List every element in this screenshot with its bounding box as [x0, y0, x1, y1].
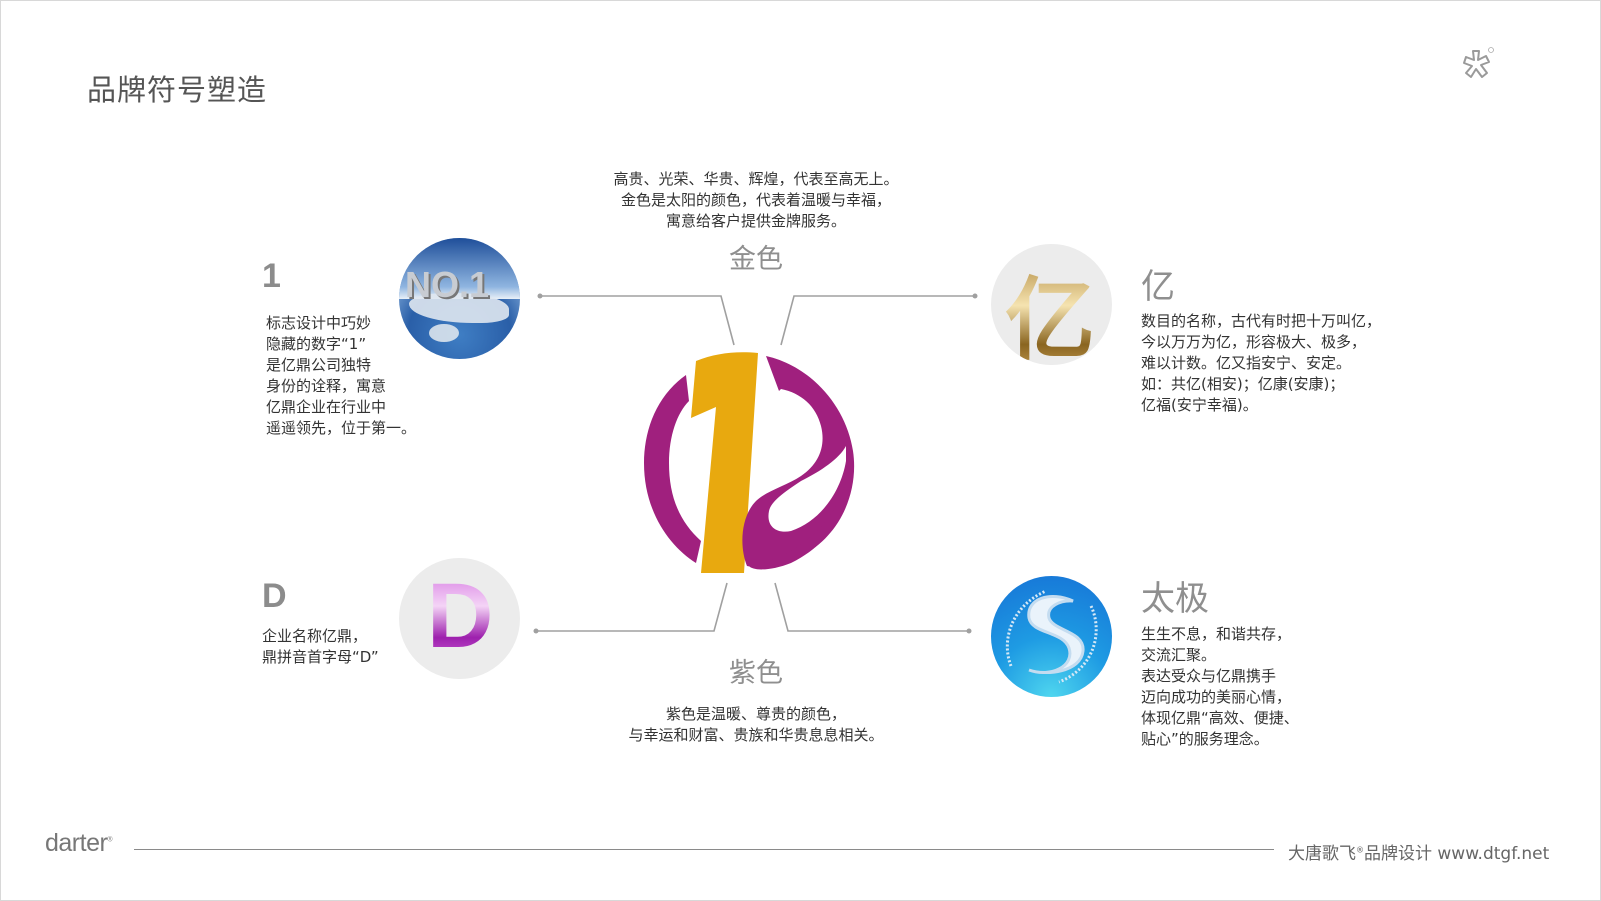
- number-one-description: 标志设计中巧妙 隐藏的数字“1” 是亿鼎公司独特 身份的诠释，寓意 亿鼎企业在行…: [266, 314, 417, 437]
- gold-heading: 金色: [729, 244, 783, 275]
- page-title: 品牌符号塑造: [87, 73, 268, 107]
- yi-image-text: 亿: [1005, 247, 1095, 365]
- yiding-logo: [644, 352, 855, 573]
- no1-image-text: NO.1: [405, 264, 490, 305]
- purple-description: 紫色是温暖、尊贵的颜色， 与幸运和财富、贵族和华贵息息相关。: [628, 705, 884, 744]
- footer-brand-text: darter: [45, 829, 108, 857]
- purple-letter-d-image: D: [399, 558, 520, 679]
- yi-description: 数目的名称，古代有时把十万叫亿， 今以万万为亿，形容极大、极多， 难以计数。亿又…: [1141, 312, 1382, 414]
- no1-globe-image: NO.1: [399, 238, 520, 359]
- taiji-swirl-icon: [1005, 589, 1098, 684]
- d-image-text: D: [427, 565, 494, 667]
- gold-description: 高贵、光荣、华贵、辉煌，代表至高无上。 金色是太阳的颜色，代表着温暖与幸福， 寓…: [613, 170, 899, 230]
- taiji-heading: 太极: [1141, 579, 1209, 619]
- footer-company-registered: ®: [1356, 845, 1364, 855]
- purple-heading: 紫色: [729, 658, 783, 689]
- footer-brand-registered: ®: [107, 836, 112, 844]
- footer-company-name: 大唐歌飞: [1288, 844, 1356, 864]
- taiji-description: 生生不息，和谐共存， 交流汇聚。 表达受众与亿鼎携手 迈向成功的美丽心情， 体现…: [1141, 625, 1299, 748]
- letter-d-description: 企业名称亿鼎， 鼎拼音首字母“D”: [262, 627, 379, 666]
- footer-company-suffix: 品牌设计: [1364, 844, 1432, 864]
- footer-brand-logo: darter®: [45, 829, 112, 858]
- water-taiji-image: [991, 576, 1112, 697]
- letter-d-heading: D: [262, 577, 287, 615]
- footer-divider: [134, 849, 1274, 850]
- footer-company: 大唐歌飞®品牌设计 www.dtgf.net: [1288, 839, 1549, 864]
- asterisk-brand-icon: [1463, 47, 1494, 78]
- gold-yi-character-image: 亿: [991, 244, 1112, 365]
- number-one-heading: 1: [262, 257, 281, 295]
- yi-heading: 亿: [1141, 267, 1175, 307]
- footer-url: www.dtgf.net: [1437, 844, 1550, 864]
